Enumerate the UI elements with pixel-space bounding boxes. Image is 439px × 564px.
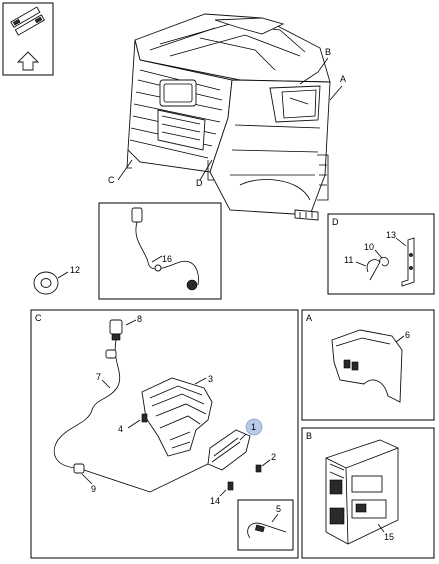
callout-13: 13 [386,230,396,240]
screw-2 [255,464,262,473]
callout-C: C [108,175,115,185]
panel-A [301,309,435,421]
callout-12: 12 [70,265,80,275]
callout-A: A [340,74,346,84]
panel-B [301,427,435,559]
control-unit-1 [207,429,251,471]
callout-16: 16 [162,254,172,264]
cable-7 [53,339,121,469]
highlight-marker [245,418,263,436]
grommet-12 [33,271,59,295]
location-icon [2,2,54,76]
callout-6: 6 [405,330,410,340]
screw-4 [141,413,148,423]
panel-D-label: D [332,217,339,227]
panel-C-label: C [35,313,42,323]
callout-8: 8 [137,314,142,324]
harness-cable-16 [131,207,199,291]
bracket-3 [141,377,213,457]
cable-tie-box [237,499,294,551]
callout-10: 10 [364,242,374,252]
truck-cab-drawing [126,13,331,221]
tie-11 [366,259,381,281]
harness-box [98,202,222,300]
panel-C [30,309,299,559]
callout-14: 14 [210,496,220,506]
callout-9: 9 [91,484,96,494]
panel-A-label: A [306,313,312,323]
cable-tie-5 [247,522,287,539]
callout-2: 2 [271,452,276,462]
connector-9 [73,463,85,474]
connector-8 [109,319,123,341]
screw-14 [227,481,234,491]
control-module-15 [325,439,399,545]
callout-11: 11 [344,255,353,265]
callout-3: 3 [208,374,213,384]
callout-5: 5 [276,504,281,514]
panel-B-label: B [306,431,312,441]
callout-4: 4 [118,424,123,434]
callout-1: 1 [251,422,256,432]
cover-6 [331,329,403,403]
clip-10 [379,256,389,267]
callout-7: 7 [96,372,101,382]
panel-D [327,213,435,295]
bracket-13 [401,237,415,287]
callout-15: 15 [384,532,394,542]
callout-B: B [325,47,331,57]
callout-D: D [196,178,203,188]
